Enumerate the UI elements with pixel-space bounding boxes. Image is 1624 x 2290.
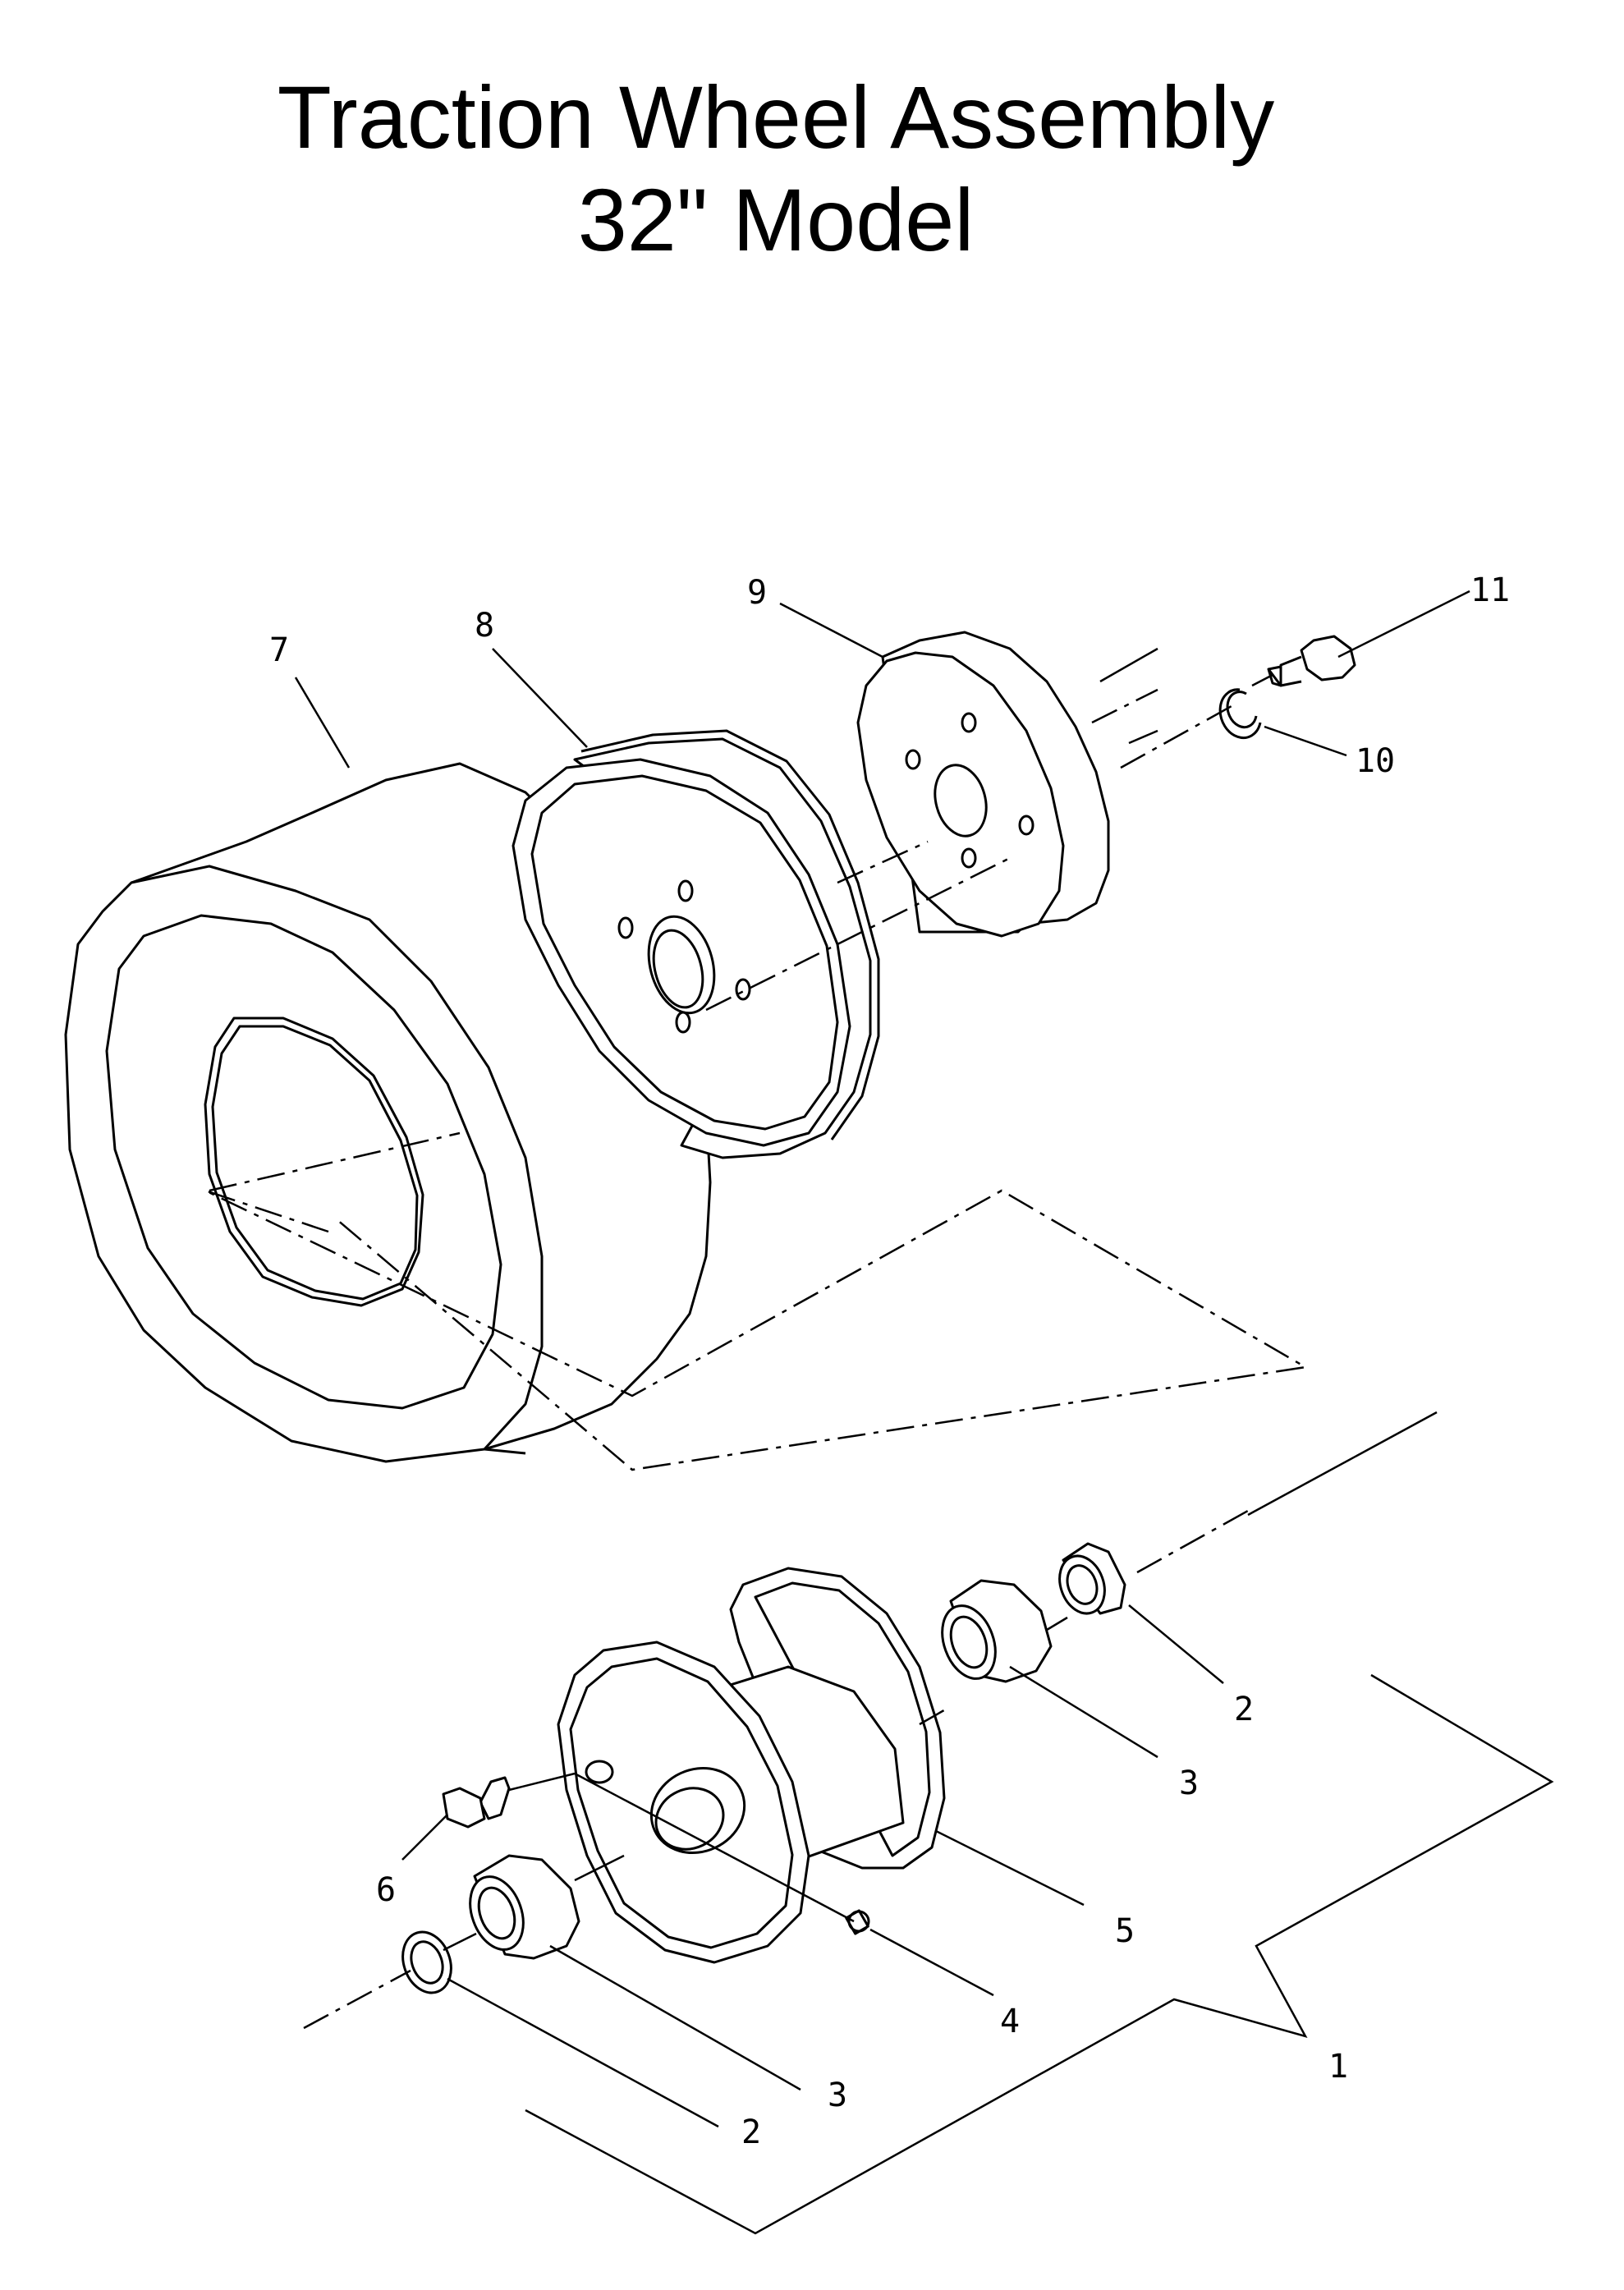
callout-2-front: 2: [741, 2113, 761, 2151]
wheel-rim: [512, 729, 880, 1159]
bearing-flange-front: [401, 1930, 452, 1994]
callout-11: 11: [1470, 571, 1510, 609]
grease-fitting: [845, 1909, 870, 1935]
callout-1: 1: [1328, 2048, 1348, 2086]
tire: [64, 762, 712, 1463]
hub-assembly-bracket: [525, 1673, 1554, 2235]
hub: [557, 1567, 946, 1964]
assembly-centerlines: [204, 647, 1438, 2030]
callout-6: 6: [376, 1871, 396, 1909]
callout-3-rear: 3: [1179, 1765, 1199, 1802]
bolt: [1267, 635, 1356, 687]
callout-8: 8: [475, 607, 494, 645]
bearing-flange-rear: [1058, 1542, 1126, 1615]
diagram-title-line-2: 32" Model: [578, 170, 975, 269]
needle-bearing-front: [469, 1854, 580, 1960]
callout-9: 9: [747, 574, 767, 612]
callout-10: 10: [1356, 742, 1395, 780]
valve-stem: [442, 1776, 511, 1829]
callouts: 1 2 2 3 3 4 5 6 7 8 9 10 11: [269, 571, 1510, 2151]
leader-lines: [294, 590, 1470, 2128]
needle-bearing-rear: [941, 1579, 1053, 1683]
retaining-ring: [1218, 688, 1262, 740]
callout-2-rear: 2: [1234, 1691, 1254, 1728]
callout-4: 4: [1000, 2003, 1020, 2040]
hub-disc: [856, 631, 1110, 938]
callout-7: 7: [269, 631, 289, 669]
diagram-title-line-1: Traction Wheel Assembly: [278, 67, 1274, 167]
callout-5: 5: [1115, 1912, 1135, 1950]
callout-3-front: 3: [828, 2077, 847, 2114]
